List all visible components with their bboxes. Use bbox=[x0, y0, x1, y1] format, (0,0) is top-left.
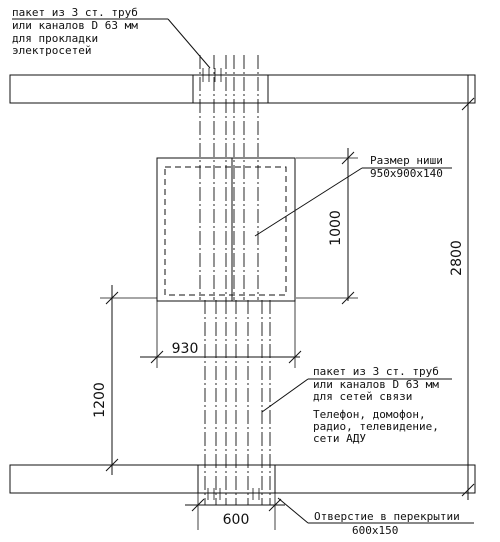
top-pipes-line-1: пакет из 3 ст. труб bbox=[12, 6, 138, 19]
opening-width-label: 600 bbox=[223, 512, 250, 528]
dimension-storey-height: 2800 bbox=[449, 75, 475, 500]
bottom-pipes-line-2: или каналов D 63 мм bbox=[313, 378, 439, 391]
slab-opening-note: Отверстие в перекрытии 600х150 bbox=[277, 497, 474, 537]
wall-niche bbox=[156, 157, 296, 302]
top-pipes-line-4: электросетей bbox=[12, 44, 91, 57]
dimension-niche-height: 1000 bbox=[296, 148, 358, 305]
top-pipes-note: пакет из 3 ст. труб или каналов D 63 мм … bbox=[12, 6, 211, 69]
niche-size-label: Размер ниши bbox=[370, 154, 443, 167]
lower-floor-slab bbox=[9, 464, 476, 494]
comm-pipe-bundle bbox=[204, 300, 271, 505]
services-line-2: радио, телевидение, bbox=[313, 420, 439, 433]
slab-opening-value: 600х150 bbox=[352, 524, 398, 537]
dimension-opening-width: 600 bbox=[185, 493, 285, 530]
niche-elevation-label: 1200 bbox=[92, 382, 108, 418]
bottom-pipes-line-1: пакет из 3 ст. труб bbox=[313, 365, 439, 378]
dimension-niche-width: 930 bbox=[140, 301, 302, 368]
electric-pipe-bundle bbox=[199, 55, 259, 300]
niche-size-value: 950х900х140 bbox=[370, 167, 443, 180]
niche-width-label: 930 bbox=[172, 341, 199, 357]
top-pipes-line-2: или каналов D 63 мм bbox=[12, 19, 138, 32]
top-pipes-line-3: для прокладки bbox=[12, 32, 98, 45]
services-line-3: сети АДУ bbox=[313, 432, 366, 445]
dimension-niche-elevation: 1200 bbox=[92, 285, 157, 475]
niche-size-note: Размер ниши 950х900х140 bbox=[254, 154, 452, 237]
upper-floor-slab bbox=[9, 74, 476, 104]
niche-height-label: 1000 bbox=[328, 210, 344, 246]
bottom-pipes-line-3: для сетей связи bbox=[313, 390, 412, 403]
slab-opening-label: Отверстие в перекрытии bbox=[314, 510, 460, 523]
bottom-pipes-note: пакет из 3 ст. труб или каналов D 63 мм … bbox=[261, 365, 452, 445]
services-line-1: Телефон, домофон, bbox=[313, 408, 426, 421]
storey-height-label: 2800 bbox=[449, 240, 465, 276]
